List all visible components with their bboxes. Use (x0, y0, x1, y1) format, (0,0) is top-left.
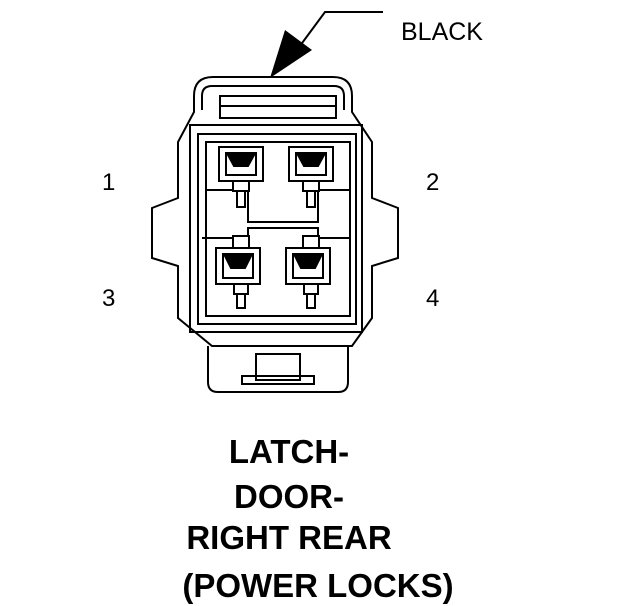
connector-body (151, 76, 399, 393)
connector-cavity-frame (205, 141, 351, 317)
center-divider (206, 189, 350, 223)
connector-frame-1 (189, 124, 363, 333)
pin-numbers: 1 2 3 4 (102, 169, 439, 312)
title-line-3: RIGHT REAR (186, 519, 392, 556)
terminal-cavity-4 (285, 235, 331, 309)
leader-line (290, 11, 383, 59)
pin-label-1: 1 (102, 169, 115, 196)
center-divider-lower (202, 227, 350, 239)
title-line-4: (POWER LOCKS) (182, 567, 454, 604)
terminal-cavity-1 (218, 146, 264, 208)
connector-housing-outer (151, 76, 399, 347)
connector-frame-2 (197, 133, 357, 325)
terminal-cavity-3 (215, 235, 261, 309)
pin-label-4: 4 (426, 285, 439, 312)
connector-color-label: BLACK (401, 18, 483, 46)
connector-bottom-key (207, 346, 349, 393)
connector-top-latch (201, 85, 345, 110)
terminal-cavity-2 (288, 146, 334, 208)
pin-label-3: 3 (102, 285, 115, 312)
pin-label-2: 2 (426, 169, 439, 196)
terminal-cavities (215, 146, 334, 309)
bottom-key-notch (241, 375, 315, 385)
bottom-key-slot (255, 353, 301, 381)
leader-arrowhead (270, 30, 312, 78)
title-line-1: LATCH- (228, 433, 350, 470)
color-callout: BLACK (270, 11, 483, 78)
title-line-2: DOOR- (234, 478, 344, 515)
